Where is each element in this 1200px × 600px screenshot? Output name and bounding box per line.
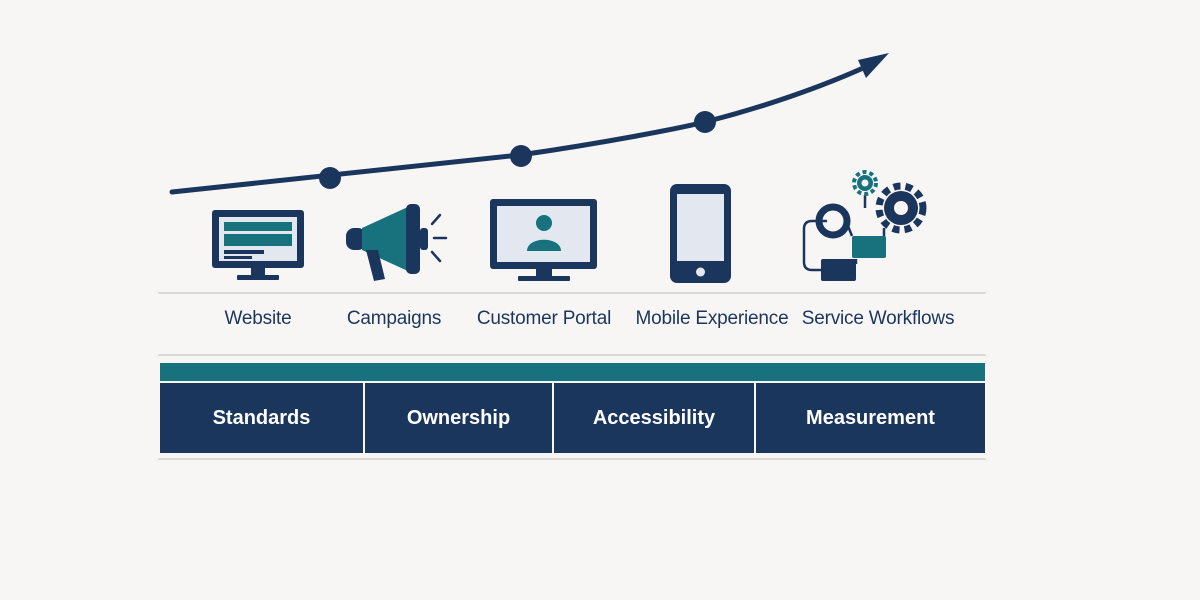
channel-label-mobile-experience: Mobile Experience: [635, 308, 789, 329]
growth-arrow-icon: [169, 53, 889, 195]
channel-label-campaigns: Campaigns: [346, 308, 442, 329]
bottom-divider: [158, 458, 986, 460]
portal-monitor-icon: [490, 199, 597, 281]
middle-divider: [158, 354, 986, 356]
pillar-standards: Standards: [160, 383, 363, 453]
website-monitor-icon: [212, 210, 304, 280]
smartphone-icon: [670, 184, 731, 283]
workflow-gears-icon: [802, 170, 927, 281]
megaphone-icon: [346, 204, 448, 281]
channel-label-service-workflows: Service Workflows: [801, 308, 955, 329]
milestone-dot: [319, 167, 341, 189]
channel-label-website: Website: [224, 308, 292, 329]
pillar-measurement: Measurement: [754, 383, 985, 453]
channel-label-customer-portal: Customer Portal: [476, 308, 612, 329]
milestone-dot: [510, 145, 532, 167]
pillar-ownership: Ownership: [363, 383, 552, 453]
milestone-dot: [694, 111, 716, 133]
pillar-accessibility: Accessibility: [552, 383, 754, 453]
top-divider: [158, 292, 986, 294]
foundation-accent-bar: [160, 363, 985, 381]
foundation-pillars: Standards Ownership Accessibility Measur…: [160, 383, 985, 453]
